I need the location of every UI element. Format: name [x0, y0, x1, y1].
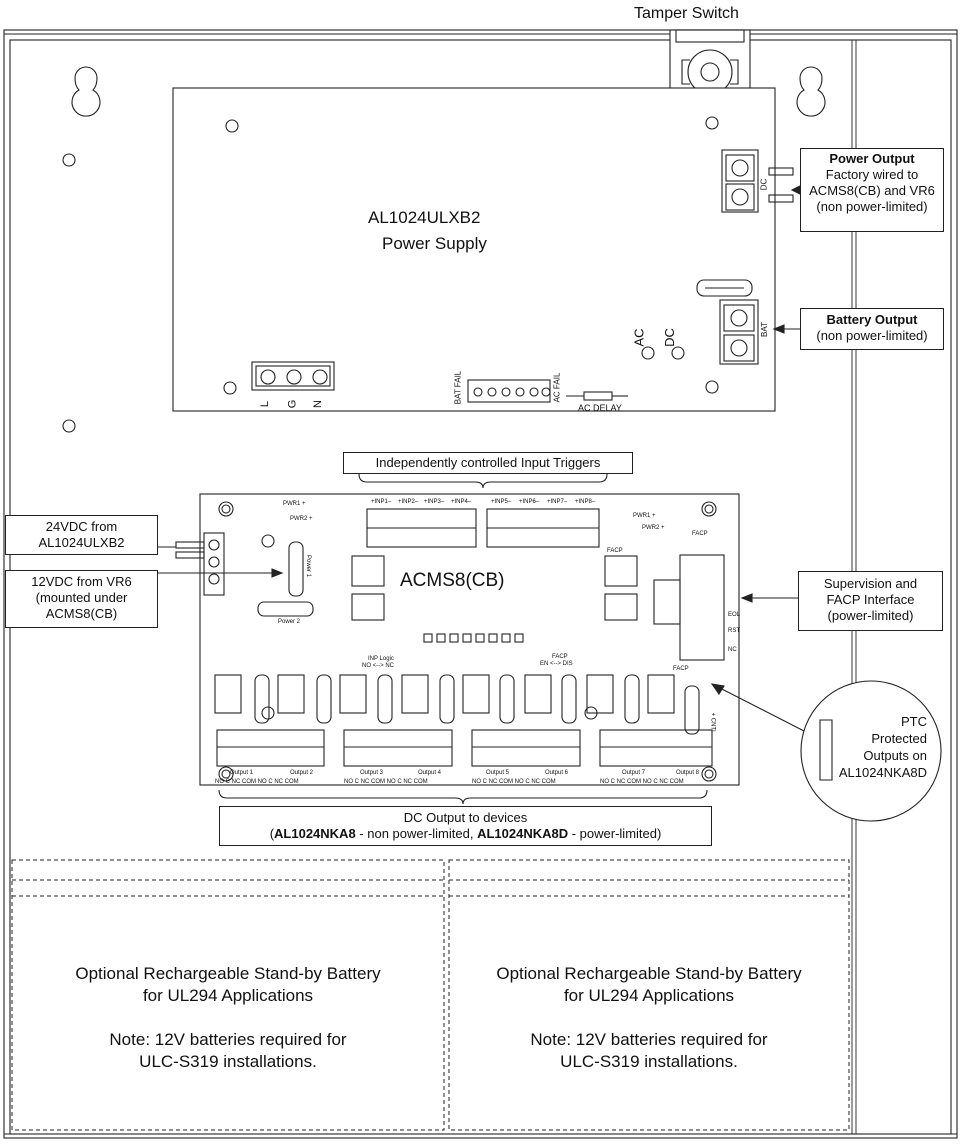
ac-led-label: AC — [631, 328, 647, 347]
nc-label: NC — [728, 647, 737, 653]
battery-right — [448, 859, 850, 1131]
acms8-power-terminal — [175, 532, 225, 596]
input-label-3: +INP3– — [424, 499, 445, 505]
battery-right-text: Optional Rechargeable Stand-by Battery f… — [496, 964, 802, 1071]
battery-output-callout: Battery Output (non power-limited) — [800, 308, 944, 350]
bat-term-label: BAT — [759, 322, 769, 337]
input-label-2: +INP2– — [398, 499, 419, 505]
mains-l: L — [259, 400, 272, 408]
mains-n: N — [311, 400, 324, 408]
pwr2-label: PWR2 + — [642, 525, 665, 531]
output-label-8: Output 8 — [676, 770, 700, 776]
fuse-power2 — [257, 601, 314, 617]
cntl-label: + CNTL — [709, 712, 716, 734]
output-label-1: Output 1 — [230, 770, 254, 776]
ps-model: AL1024ULXB2 — [368, 208, 481, 227]
facp-en-sub: EN <--> DIS — [540, 661, 573, 667]
facp-right-label: FACP — [673, 666, 689, 672]
output-contacts-3: NO C NC COM NO C NC COM — [472, 779, 556, 785]
output-contacts-1: NO C NC COM NO C NC COM — [215, 779, 299, 785]
input-label-4: +INP4– — [451, 499, 472, 505]
pwr1-left-label: PWR1 + — [283, 501, 306, 507]
rst-label: RST — [728, 628, 740, 634]
inp-logic-sub: NO <--> NC — [362, 663, 395, 669]
input-label-1: +INP1– — [371, 499, 392, 505]
tamper-switch — [669, 29, 751, 95]
output-terminal-blocks — [216, 729, 713, 767]
input-label-8: +INP8– — [575, 499, 596, 505]
dip-switch-1 — [351, 555, 385, 587]
dc-led — [671, 346, 685, 360]
pwr2-left-label: PWR2 + — [290, 516, 313, 522]
keyhole-right — [796, 66, 826, 117]
facp-en-label: FACP — [552, 654, 568, 660]
tamper-switch-label: Tamper Switch — [634, 5, 739, 22]
ptc-callout-circle — [800, 680, 942, 822]
facp-mid-label: FACP — [607, 548, 623, 554]
input-terminal-block-1 — [366, 508, 477, 548]
ac-led — [641, 346, 655, 360]
battery-left-text: Optional Rechargeable Stand-by Battery f… — [75, 964, 381, 1071]
ac-delay-jumper — [566, 391, 628, 401]
dc-led-label: DC — [661, 328, 677, 347]
power-output-terminal — [721, 149, 794, 213]
keyhole-left — [71, 66, 101, 117]
output-label-4: Output 4 — [418, 770, 442, 776]
fuse-power1 — [288, 541, 304, 597]
output-label-3: Output 3 — [360, 770, 384, 776]
facp-terminal — [653, 554, 725, 661]
input-label-6: +INP6– — [519, 499, 540, 505]
enclosure-outer — [3, 29, 958, 1139]
output-label-6: Output 6 — [545, 770, 569, 776]
battery-output-terminal — [719, 299, 759, 365]
input-label-7: +INP7– — [547, 499, 568, 505]
power-output-callout: Power Output Factory wired to ACMS8(CB) … — [800, 148, 944, 232]
output-contacts-2: NO C NC COM NO C NC COM — [344, 779, 428, 785]
relays — [214, 674, 700, 735]
power1-label: Power 1 — [305, 554, 312, 578]
fail-terminal-block — [467, 379, 551, 403]
acms8-board — [199, 493, 740, 786]
pwr1-label: PWR1 + — [633, 513, 656, 519]
inp-logic-label: INP Logic — [368, 656, 394, 662]
battery-left — [11, 859, 445, 1131]
power2-label: Power 2 — [278, 619, 301, 625]
mains-g: G — [286, 399, 299, 409]
acms8-model: ACMS8(CB) — [400, 570, 505, 591]
dip-switch-3 — [604, 555, 638, 587]
input-terminal-block-2 — [486, 508, 600, 548]
ps-name: Power Supply — [382, 234, 487, 253]
output-contacts-4: NO C NC COM NO C NC COM — [600, 779, 684, 785]
dc-term-label: DC — [759, 178, 769, 191]
output-label-5: Output 5 — [486, 770, 510, 776]
input-label-5: +INP5– — [491, 499, 512, 505]
output-label-7: Output 7 — [622, 770, 646, 776]
output-label-2: Output 2 — [290, 770, 314, 776]
input-triggers-callout: Independently controlled Input Triggers — [343, 452, 633, 474]
dip-switch-4 — [604, 593, 638, 621]
mains-terminal-block — [251, 361, 335, 391]
fuse-ps — [696, 279, 753, 297]
led-row — [423, 633, 524, 643]
ac-fail-label: AC FAIL — [552, 372, 562, 403]
facp-top-label: FACP — [692, 531, 708, 537]
dc-output-callout: DC Output to devices (AL1024NKA8 - non p… — [219, 806, 712, 846]
bat-fail-label: BAT FAIL — [453, 370, 463, 405]
eol-label: EOL — [728, 612, 741, 618]
power-supply-board — [172, 87, 776, 412]
ac-delay-label: AC DELAY — [578, 403, 622, 413]
dip-switch-2 — [351, 593, 385, 621]
